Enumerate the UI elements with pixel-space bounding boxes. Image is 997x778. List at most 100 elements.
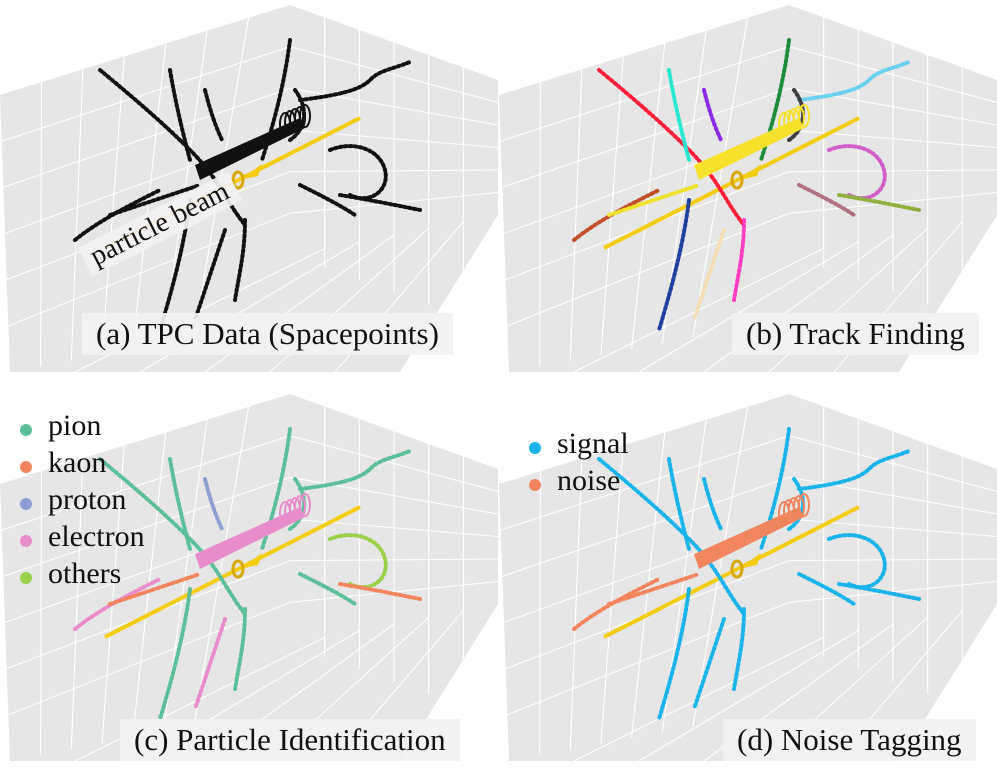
legend-label: electron bbox=[48, 519, 145, 553]
panel-caption: (b) Track Finding bbox=[732, 313, 979, 355]
track bbox=[837, 582, 921, 601]
track bbox=[692, 617, 726, 711]
track bbox=[203, 477, 224, 531]
grid-line bbox=[638, 630, 859, 762]
grid-line bbox=[3, 87, 291, 188]
grid-line bbox=[539, 82, 541, 367]
particle-beam bbox=[104, 505, 361, 639]
track bbox=[193, 617, 227, 711]
panel-tpc-data: particle beam (a) TPC Data (Spacepoints) bbox=[0, 0, 498, 389]
grid-line bbox=[692, 406, 749, 727]
track bbox=[288, 88, 306, 142]
legend-label: signal bbox=[557, 426, 629, 460]
grid-line bbox=[70, 458, 84, 750]
legend-label: pion bbox=[48, 408, 102, 442]
legend-label: kaon bbox=[48, 445, 107, 479]
grid-line bbox=[101, 445, 125, 744]
legend-marker-electron bbox=[20, 534, 32, 547]
plot-3d bbox=[499, 5, 997, 373]
grid-line bbox=[600, 56, 624, 355]
track bbox=[607, 572, 701, 606]
tracks bbox=[73, 427, 422, 721]
track bbox=[667, 457, 691, 551]
grid-line bbox=[502, 87, 790, 188]
central-cluster bbox=[195, 493, 311, 569]
grid-line bbox=[70, 69, 84, 361]
spiral-loop bbox=[798, 493, 810, 517]
legend: pion kaon proton electron others bbox=[20, 407, 145, 592]
legend-label: noise bbox=[557, 463, 621, 497]
track bbox=[338, 193, 422, 212]
track bbox=[288, 477, 306, 531]
grid-line bbox=[1, 46, 291, 142]
grid-line bbox=[289, 169, 498, 173]
legend-item: kaon bbox=[20, 444, 145, 481]
grid-line bbox=[502, 476, 790, 577]
track bbox=[298, 572, 357, 606]
central-cluster bbox=[195, 104, 311, 180]
grid-line bbox=[289, 129, 498, 149]
grid-line bbox=[500, 46, 790, 142]
track bbox=[168, 68, 192, 162]
track bbox=[597, 68, 746, 227]
target-ring bbox=[231, 559, 245, 579]
grid-line bbox=[788, 435, 997, 493]
grid-line bbox=[500, 435, 790, 531]
particle-beam bbox=[603, 116, 860, 250]
spiral-loop bbox=[294, 106, 306, 130]
track bbox=[168, 457, 192, 551]
spiral-loop bbox=[793, 495, 805, 519]
cluster-body bbox=[195, 118, 305, 180]
track bbox=[298, 60, 412, 102]
track bbox=[233, 607, 247, 691]
beam-arrow bbox=[240, 164, 262, 180]
track bbox=[797, 572, 856, 606]
track bbox=[827, 144, 887, 201]
track bbox=[597, 457, 746, 616]
track bbox=[692, 228, 726, 322]
plot-3d bbox=[0, 394, 498, 762]
grid-line bbox=[193, 406, 250, 727]
central-cluster bbox=[694, 104, 810, 180]
track bbox=[797, 449, 911, 491]
grid-line bbox=[638, 241, 859, 373]
track bbox=[338, 582, 422, 601]
track bbox=[827, 533, 887, 590]
track bbox=[158, 587, 192, 721]
cluster-body bbox=[694, 507, 804, 569]
grid-line bbox=[1, 435, 291, 531]
track bbox=[732, 218, 746, 302]
particle-beam bbox=[603, 505, 860, 639]
grid-line bbox=[539, 471, 541, 756]
grid-line bbox=[3, 476, 291, 577]
panel-track-finding: (b) Track Finding bbox=[499, 0, 997, 389]
legend-marker-proton bbox=[20, 497, 32, 510]
track bbox=[233, 218, 247, 302]
plot-3d bbox=[499, 394, 997, 762]
grid-line bbox=[40, 471, 42, 756]
axes-box bbox=[499, 5, 997, 373]
axes-pane bbox=[499, 5, 997, 372]
axes-pane bbox=[0, 5, 498, 372]
grid-line bbox=[101, 56, 125, 355]
grid-line bbox=[289, 558, 498, 562]
track bbox=[328, 533, 388, 590]
grid-line bbox=[569, 69, 583, 361]
beam-arrow bbox=[240, 553, 262, 569]
track bbox=[657, 198, 691, 332]
track bbox=[732, 607, 746, 691]
target-ring bbox=[730, 170, 744, 190]
legend-label: others bbox=[48, 556, 122, 590]
axes-pane bbox=[499, 394, 997, 761]
cluster-body bbox=[694, 118, 804, 180]
spiral-loop bbox=[299, 104, 311, 128]
grid-line bbox=[569, 458, 583, 750]
legend-marker-kaon bbox=[20, 460, 32, 473]
legend-item: signal bbox=[529, 425, 629, 462]
target-ring bbox=[231, 170, 245, 190]
grid-line bbox=[289, 518, 498, 538]
tracks bbox=[572, 427, 921, 721]
track bbox=[702, 477, 723, 531]
legend: signal noise bbox=[529, 425, 629, 499]
track bbox=[837, 193, 921, 212]
